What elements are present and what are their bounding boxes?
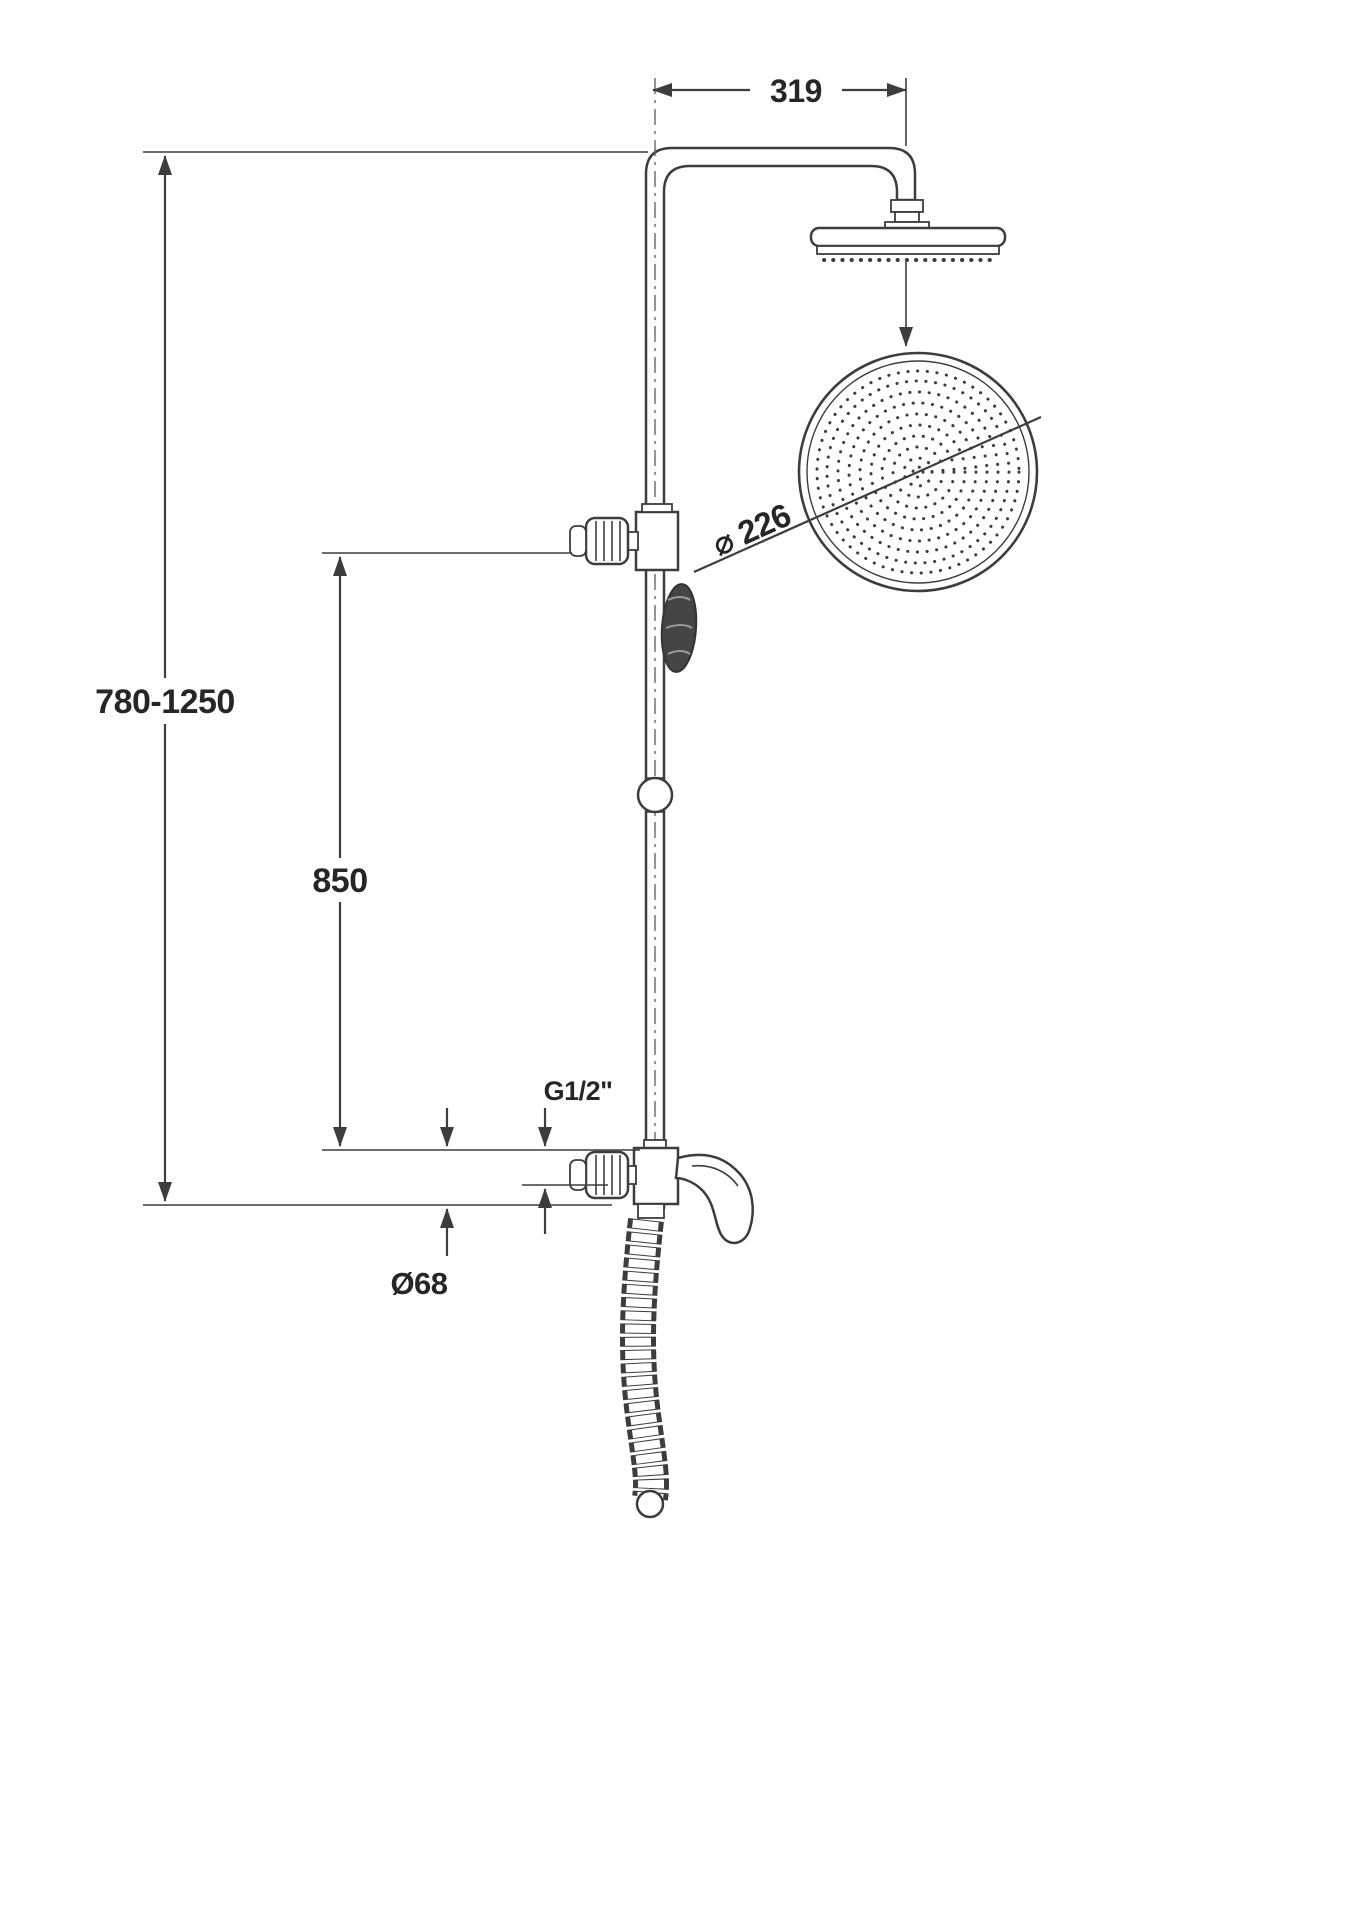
hand-shower-holder (569, 503, 680, 572)
hand-shower (660, 583, 698, 673)
head-underside (816, 245, 1000, 255)
mixer-body (632, 1146, 680, 1206)
dim-base-diameter-label: Ø68 (390, 1266, 447, 1301)
mixer-outlet (637, 1203, 665, 1219)
head-disc (809, 226, 1007, 248)
hose-connector-ball (636, 776, 674, 814)
mixer-valve (569, 1139, 754, 1245)
dimension-319: 319 (652, 70, 907, 146)
dimension-thread: G1/2" (440, 1076, 613, 1234)
holder-clamp (634, 510, 680, 572)
head-nut (890, 199, 924, 213)
holder-knob (584, 516, 630, 566)
mixer-handle (674, 1153, 754, 1245)
dim-height-range-label: 780-1250 (95, 683, 235, 721)
dim-850-label: 850 (312, 862, 367, 900)
dim-thread-label: G1/2" (544, 1076, 613, 1106)
mixer-knob (584, 1150, 630, 1200)
shower-hose (620, 1217, 669, 1519)
overhead-shower-side-view (809, 199, 1007, 262)
dimension-height-range: 780-1250 (86, 151, 648, 1206)
hose-end-cap (635, 1489, 665, 1519)
nozzle-pattern (815, 369, 1021, 575)
dimension-850: 850 (304, 552, 640, 1151)
dim-319-label: 319 (770, 73, 822, 109)
dimension-base-diameter: Ø68 (390, 1208, 454, 1301)
head-diameter-label: ⌀ 226 (707, 496, 797, 563)
